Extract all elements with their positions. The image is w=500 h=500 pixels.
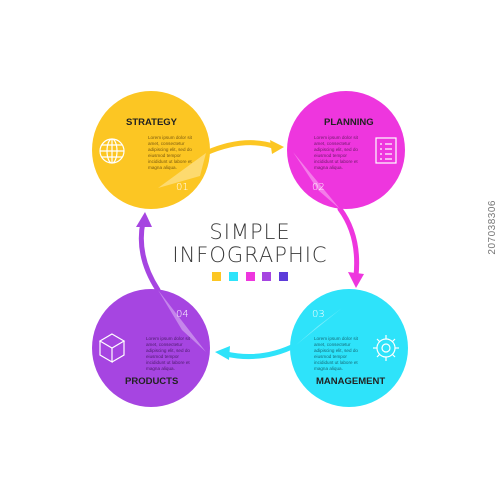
- color-dot: [212, 271, 221, 281]
- arrow-to-products: [215, 346, 230, 360]
- step-planning-title: PLANNING: [324, 117, 374, 128]
- arc-management-to-products: [223, 342, 299, 360]
- cycle-ring: [136, 140, 364, 360]
- arc-planning-to-management: [337, 206, 360, 279]
- arrow-to-strategy: [136, 212, 152, 227]
- gear-icon: [373, 335, 399, 361]
- step-products-line: Lorem ipsum dolor sit: [146, 336, 191, 341]
- step-management-body: Lorem ipsum dolor sit amet, consectetur …: [314, 336, 359, 371]
- step-strategy-circle: [92, 91, 210, 209]
- step-management-line: eiusmod tempor: [314, 354, 347, 359]
- step-products-body: Lorem ipsum dolor sit amet, consectetur …: [146, 336, 191, 371]
- step-strategy-line: Lorem ipsum dolor sit: [148, 135, 193, 140]
- cube-icon: [98, 333, 126, 364]
- step-management: MANAGEMENT Lorem ipsum dolor sit amet, c…: [290, 289, 408, 407]
- step-products-line: incididunt ut labore et: [146, 360, 190, 365]
- step-products-number: 04: [176, 309, 189, 320]
- globe-icon: [99, 138, 125, 164]
- step-products-line: magna aliqua.: [146, 366, 175, 371]
- step-management-title: MANAGEMENT: [316, 376, 385, 387]
- step-management-line: Lorem ipsum dolor sit: [314, 336, 359, 341]
- color-dot: [228, 271, 238, 281]
- step-strategy-line: adipiscing elit, sed do: [148, 147, 192, 152]
- step-management-fold: [296, 308, 342, 345]
- step-planning-line: adipiscing elit, sed do: [314, 147, 358, 152]
- step-products-fold: [158, 290, 206, 352]
- arrow-to-management: [348, 272, 364, 288]
- color-dot: [245, 271, 255, 281]
- step-planning-line: eiusmod tempor: [314, 153, 347, 158]
- step-strategy-title: STRATEGY: [126, 117, 178, 128]
- step-management-line: incididunt ut labore et: [314, 360, 358, 365]
- step-planning: PLANNING Lorem ipsum dolor sit amet, con…: [287, 91, 405, 209]
- step-planning-line: Lorem ipsum dolor sit: [314, 135, 359, 140]
- step-products-line: eiusmod tempor: [146, 354, 179, 359]
- step-strategy-line: incididunt ut labore et: [148, 159, 192, 164]
- step-strategy-fold: [158, 153, 206, 188]
- step-strategy-line: amet, consectetur: [148, 141, 185, 146]
- color-dot: [279, 271, 288, 281]
- stock-id-watermark: 207038306: [487, 200, 498, 255]
- step-strategy-body: Lorem ipsum dolor sit amet, consectetur …: [148, 135, 193, 170]
- step-management-line: magna aliqua.: [314, 366, 343, 371]
- center-title-line2: INFOGRAPHIC: [172, 243, 328, 267]
- step-products-line: adipiscing elit, sed do: [146, 348, 190, 353]
- step-strategy-line: eiusmod tempor: [148, 153, 181, 158]
- step-management-line: amet, consectetur: [314, 342, 351, 347]
- center-title-line1: SIMPLE: [209, 220, 291, 244]
- step-strategy: STRATEGY Lorem ipsum dolor sit amet, con…: [92, 91, 210, 209]
- step-products-title: PRODUCTS: [125, 376, 178, 387]
- step-planning-fold: [293, 152, 340, 209]
- step-planning-circle: [287, 91, 405, 209]
- step-planning-line: incididunt ut labore et: [314, 159, 358, 164]
- step-products: PRODUCTS Lorem ipsum dolor sit amet, con…: [92, 289, 210, 407]
- color-dot: [262, 271, 272, 281]
- step-planning-line: amet, consectetur: [314, 141, 351, 146]
- document-list-icon: [375, 137, 397, 164]
- step-management-number: 03: [312, 309, 325, 320]
- arc-products-to-strategy: [138, 219, 161, 293]
- step-products-circle: [92, 289, 210, 407]
- step-planning-body: Lorem ipsum dolor sit amet, consectetur …: [314, 135, 359, 170]
- step-planning-line: magna aliqua.: [314, 165, 343, 170]
- step-strategy-line: magna aliqua.: [148, 165, 177, 170]
- arrow-to-planning: [270, 140, 284, 154]
- step-planning-number: 02: [312, 182, 325, 193]
- step-products-line: amet, consectetur: [146, 342, 183, 347]
- step-management-line: adipiscing elit, sed do: [314, 348, 358, 353]
- step-strategy-number: 01: [176, 182, 189, 193]
- arc-strategy-to-planning: [203, 140, 279, 156]
- step-management-circle: [290, 289, 408, 407]
- color-dots-row: [212, 271, 288, 281]
